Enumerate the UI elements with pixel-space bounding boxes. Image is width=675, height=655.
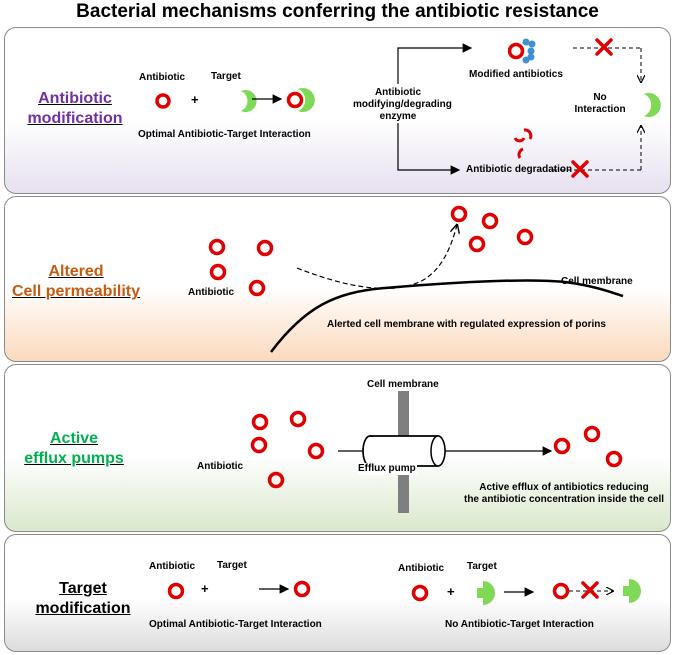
no-interaction-label: No Interaction bbox=[574, 92, 626, 115]
antibiotic-ring bbox=[450, 205, 468, 223]
antibiotic-label: Antibiotic bbox=[188, 287, 235, 298]
antibiotic-ring bbox=[251, 413, 269, 431]
altered-membrane-label: Alerted cell membrane with regulated exp… bbox=[327, 319, 606, 330]
antibiotic-label: Antibiotic bbox=[139, 72, 186, 83]
modified-target bbox=[477, 581, 495, 605]
antibiotic-ring bbox=[286, 91, 304, 109]
efflux-pump-cylinder bbox=[362, 435, 446, 467]
interaction-label: Optimal Antibiotic-Target Interaction bbox=[149, 619, 322, 630]
panel-antibiotic-modification: Antibiotic modification Antibiotic Targe… bbox=[4, 27, 671, 194]
antibiotic-ring bbox=[209, 263, 227, 281]
modified-target bbox=[623, 579, 641, 603]
heading-line: modification bbox=[35, 600, 131, 617]
panel-efflux-pumps: Active efflux pumps Cell membrane Antibi… bbox=[4, 364, 671, 532]
antibiotic-ring bbox=[293, 580, 311, 598]
target-crescent bbox=[298, 88, 315, 112]
interaction-label: Optimal Antibiotic-Target Interaction bbox=[138, 129, 311, 140]
antibiotic-ring bbox=[507, 42, 525, 60]
no-interaction-label: No Antibiotic-Target Interaction bbox=[445, 619, 594, 630]
antibiotic-ring bbox=[583, 425, 601, 443]
antibiotic-ring bbox=[605, 450, 623, 468]
antibiotic-ring bbox=[552, 582, 570, 600]
target-label: Target bbox=[467, 561, 497, 572]
panel-1-graphics bbox=[155, 38, 661, 178]
panel-target-modification: Target modification Antibiotic Target + … bbox=[4, 534, 671, 652]
antibiotic-ring bbox=[516, 228, 534, 246]
heading-line: Altered bbox=[48, 263, 104, 280]
heading-line: Target bbox=[59, 580, 107, 597]
heading-line: Cell permeability bbox=[11, 283, 141, 300]
plus-sign: + bbox=[447, 584, 455, 599]
panel-heading: Active efflux pumps bbox=[19, 429, 129, 469]
cell-membrane-label: Cell membrane bbox=[561, 276, 633, 287]
modified-antibiotics-label: Modified antibiotics bbox=[469, 69, 563, 80]
block-cross-icon bbox=[581, 581, 599, 599]
antibiotic-label: Antibiotic bbox=[149, 561, 196, 572]
antibiotic-fragment bbox=[523, 128, 533, 140]
enzyme-label: Antibiotic modifying/degrading enzyme bbox=[353, 87, 452, 122]
panel-3-graphics bbox=[250, 391, 623, 513]
antibiotic-ring bbox=[411, 584, 429, 602]
efflux-description: Active efflux of antibiotics reducing th… bbox=[463, 482, 665, 505]
antibiotic-ring bbox=[289, 410, 307, 428]
target-crescent bbox=[644, 93, 661, 117]
block-cross-icon bbox=[571, 160, 589, 178]
antibiotic-ring bbox=[553, 437, 571, 455]
panel-heading: Antibiotic modification bbox=[19, 89, 131, 129]
antibiotic-ring bbox=[481, 212, 499, 230]
antibiotic-ring bbox=[250, 436, 268, 454]
antibiotic-ring bbox=[248, 279, 266, 297]
efflux-pump-label: Efflux pump bbox=[357, 463, 417, 475]
antibiotic-ring bbox=[208, 238, 226, 256]
panel-heading: Target modification bbox=[33, 579, 133, 619]
heading-line: modification bbox=[27, 110, 123, 127]
cell-membrane-label: Cell membrane bbox=[367, 379, 439, 390]
plus-sign: + bbox=[191, 92, 199, 107]
antibiotic-degradation-label: Antibiotic degradation bbox=[466, 164, 573, 175]
blocked-path-arrow bbox=[296, 225, 457, 289]
branch-arrow bbox=[397, 43, 473, 84]
modifier-dot bbox=[522, 38, 530, 46]
antibiotic-ring bbox=[155, 93, 171, 109]
antibiotic-label: Antibiotic bbox=[197, 461, 244, 472]
antibiotic-ring bbox=[468, 235, 486, 253]
heading-line: efflux pumps bbox=[24, 450, 124, 467]
branch-arrow bbox=[397, 123, 461, 175]
modifier-dot bbox=[528, 40, 536, 48]
panel-2-graphics bbox=[208, 205, 624, 353]
antibiotic-ring bbox=[267, 471, 285, 489]
figure-title: Bacterial mechanisms conferring the anti… bbox=[76, 1, 599, 22]
target-label: Target bbox=[217, 560, 247, 571]
target-label: Target bbox=[211, 71, 241, 82]
block-cross-icon bbox=[595, 38, 613, 56]
antibiotic-fragment bbox=[517, 147, 524, 159]
antibiotic-label: Antibiotic bbox=[398, 563, 445, 574]
antibiotic-ring bbox=[256, 239, 274, 257]
antibiotic-fragment bbox=[513, 137, 526, 143]
antibiotic-ring bbox=[307, 442, 325, 460]
antibiotic-ring bbox=[167, 582, 185, 600]
modifier-dot bbox=[522, 56, 530, 64]
panel-altered-permeability: Altered Cell permeability Antibiotic Cel… bbox=[4, 196, 671, 362]
modifier-dot bbox=[527, 47, 535, 55]
panel-4-graphics bbox=[167, 578, 641, 605]
panel-heading: Altered Cell permeability bbox=[11, 262, 141, 302]
target-crescent bbox=[241, 90, 257, 112]
heading-line: Antibiotic bbox=[38, 90, 112, 107]
cell-membrane-curve bbox=[270, 279, 624, 353]
target-crescent bbox=[240, 579, 252, 603]
plus-sign: + bbox=[201, 581, 209, 596]
heading-line: Active bbox=[49, 430, 99, 447]
